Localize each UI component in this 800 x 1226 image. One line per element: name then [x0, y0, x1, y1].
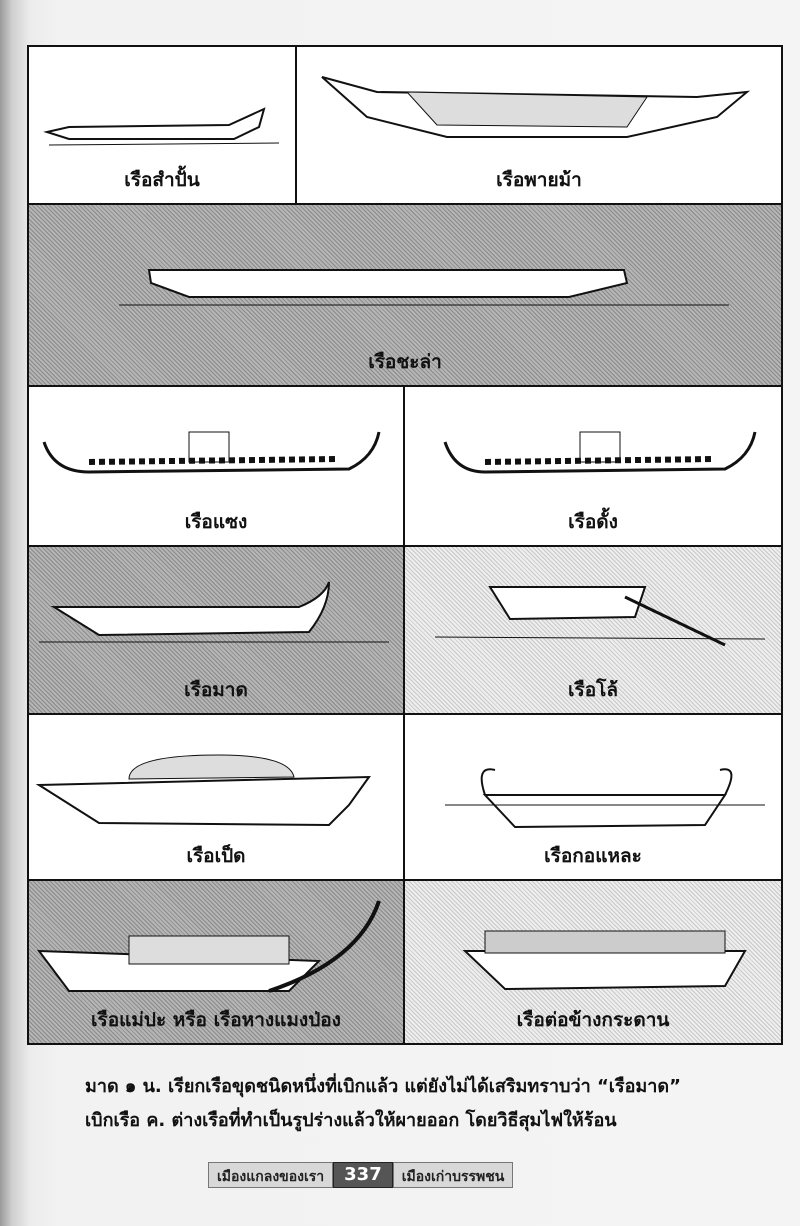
- boat-illustration: [119, 269, 729, 306]
- figure-mae-pa: เรือแม่ปะ หรือ เรือหางแมงป่อง: [29, 881, 403, 1043]
- figure-caption: เรือโล้: [568, 679, 618, 701]
- boat-illustration: [43, 107, 280, 146]
- figure-caption: เรือเป็ด: [186, 845, 246, 867]
- row-5: เรือเป็ด เรือกอแหละ: [29, 715, 781, 881]
- boat-illustration: [321, 76, 751, 138]
- row-1: เรือสำปั้น เรือพายม้า: [29, 47, 781, 205]
- figure-caption: เรือชะล่า: [368, 351, 442, 373]
- boat-illustration: [42, 431, 381, 474]
- row-4: เรือมาด เรือโล้: [29, 547, 781, 715]
- row-6: เรือแม่ปะ หรือ เรือหางแมงป่อง เรือต่อข้า…: [29, 881, 781, 1043]
- figure-caption: เรือต่อข้างกระดาน: [516, 1009, 670, 1031]
- figure-chalah: เรือชะล่า: [29, 205, 781, 385]
- row-2: เรือชะล่า: [29, 205, 781, 387]
- figure-saeng: เรือแซง: [29, 387, 403, 545]
- boat-illustration: [434, 586, 766, 647]
- figure-lo: เรือโล้: [403, 547, 781, 713]
- figure-kolae: เรือกอแหละ: [403, 715, 781, 879]
- figure-caption: เรือแซง: [184, 511, 248, 533]
- boat-illustration: [36, 900, 381, 993]
- figure-caption: เรือมาด: [184, 679, 248, 701]
- figure-caption: เรือกอแหละ: [544, 845, 642, 867]
- page-number: 337: [333, 1162, 393, 1188]
- footer-left-title: เมืองแกลงของเรา: [208, 1162, 334, 1188]
- boat-illustration: [443, 431, 757, 474]
- note-line-1: มาด ๑ น. เรียกเรือขุดชนิดหนึ่งที่เบิกแล้…: [85, 1076, 681, 1097]
- page-footer: เมืองแกลงของเรา 337 เมืองเก่าบรรพชน: [208, 1162, 514, 1188]
- figure-mat: เรือมาด: [29, 547, 403, 713]
- figure-phai-ma: เรือพายม้า: [295, 47, 781, 203]
- figure-ped: เรือเป็ด: [29, 715, 403, 879]
- figure-sampan: เรือสำปั้น: [29, 47, 295, 203]
- figure-caption: เรือพายม้า: [496, 169, 582, 191]
- figure-caption: เรือแม่ปะ หรือ เรือหางแมงป่อง: [91, 1009, 341, 1031]
- figure-caption: เรือสำปั้น: [124, 169, 200, 191]
- boat-illustration: [39, 581, 389, 643]
- note-line-2: เบิกเรือ ค. ต่างเรือที่ทำเป็นรูปร่างแล้ว…: [85, 1110, 617, 1131]
- row-3: เรือแซง เรือดั้ง: [29, 387, 781, 547]
- footer-right-title: เมืองเก่าบรรพชน: [392, 1162, 514, 1188]
- figure-caption: เรือดั้ง: [568, 511, 618, 533]
- boat-illustration-grid: เรือสำปั้น เรือพายม้า เรือชะล่า เรือแซง …: [27, 45, 783, 1045]
- boat-illustration: [445, 768, 765, 829]
- boat-illustration: [35, 754, 371, 827]
- definition-note: มาด ๑ น. เรียกเรือขุดชนิดหนึ่งที่เบิกแล้…: [85, 1070, 681, 1138]
- figure-to-khang-kradan: เรือต่อข้างกระดาน: [403, 881, 781, 1043]
- boat-illustration: [462, 930, 747, 991]
- figure-dang: เรือดั้ง: [403, 387, 781, 545]
